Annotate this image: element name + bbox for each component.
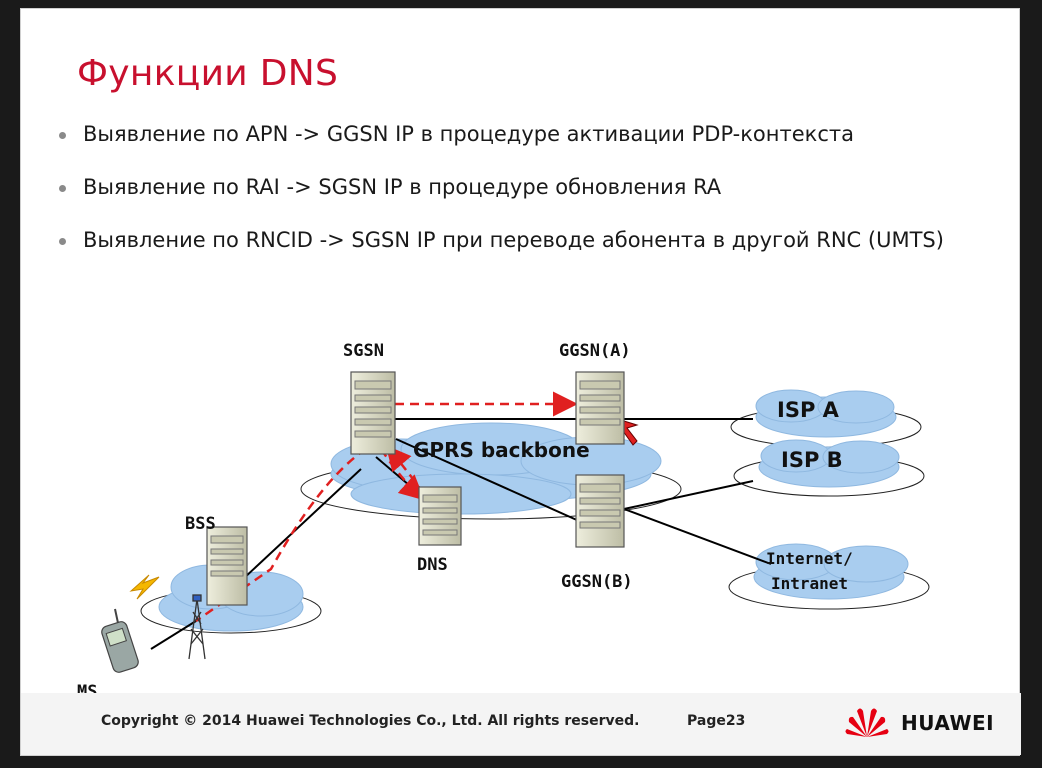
- footer-bar: Copyright © 2014 Huawei Technologies Co.…: [21, 693, 1021, 755]
- bullet-dot-icon: [59, 132, 66, 139]
- isp-a-label: ISP A: [777, 398, 840, 422]
- bullet-text-3: Выявление по RNCID -> SGSN IP при перево…: [83, 228, 944, 252]
- ms-label: MS: [77, 682, 97, 693]
- isp-b-cloud: [758, 439, 900, 488]
- isp-a-cloud: [755, 389, 897, 438]
- dns-server-icon: [418, 486, 462, 546]
- network-links: [150, 418, 772, 650]
- bullet-text-2: Выявление по RAI -> SGSN IP в процедуре …: [83, 175, 722, 199]
- bullet-item-1: Выявление по APN -> GGSN IP в процедуре …: [41, 119, 1001, 150]
- mobile-phone-icon: [101, 608, 139, 673]
- copyright-text: Copyright © 2014 Huawei Technologies Co.…: [101, 713, 640, 729]
- radio-signal-icon: [129, 574, 160, 600]
- bullet-dot-icon: [59, 185, 66, 192]
- antenna-tower-icon: [188, 594, 206, 660]
- bullet-text-1: Выявление по APN -> GGSN IP в процедуре …: [83, 122, 854, 146]
- bullet-dot-icon: [59, 238, 66, 245]
- gprs-backbone-label: GPRS backbone: [413, 438, 590, 462]
- bss-label: BSS: [185, 514, 216, 534]
- network-diagram: SGSN GGSN(A) GGSN(B) DNS BSS MS GPRS bac…: [77, 341, 930, 693]
- ggsn-b-label: GGSN(B): [561, 572, 633, 592]
- internet-cloud: [753, 543, 909, 600]
- dns-label: DNS: [417, 555, 448, 575]
- ggsn-a-label: GGSN(A): [559, 341, 631, 361]
- internet-label: Internet/: [766, 549, 853, 568]
- brand-name: HUAWEI: [901, 711, 995, 735]
- bss-server-icon: [206, 526, 248, 606]
- isp-b-label: ISP B: [781, 448, 843, 472]
- bullet-list: Выявление по APN -> GGSN IP в процедуре …: [41, 119, 1001, 278]
- intranet-label: Intranet: [771, 574, 848, 593]
- ggsn-b-server-icon: [575, 474, 625, 548]
- sgsn-server-icon: [350, 371, 396, 455]
- page-number: Page23: [687, 713, 746, 729]
- sgsn-label: SGSN: [343, 341, 384, 361]
- bullet-item-3: Выявление по RNCID -> SGSN IP при перево…: [41, 225, 1001, 256]
- slide-title: Функции DNS: [77, 53, 339, 94]
- slide: Функции DNS Выявление по APN -> GGSN IP …: [20, 8, 1021, 756]
- huawei-logo-icon: [845, 708, 889, 737]
- bullet-item-2: Выявление по RAI -> SGSN IP в процедуре …: [41, 172, 1001, 203]
- ggsn-a-server-icon: [575, 371, 625, 445]
